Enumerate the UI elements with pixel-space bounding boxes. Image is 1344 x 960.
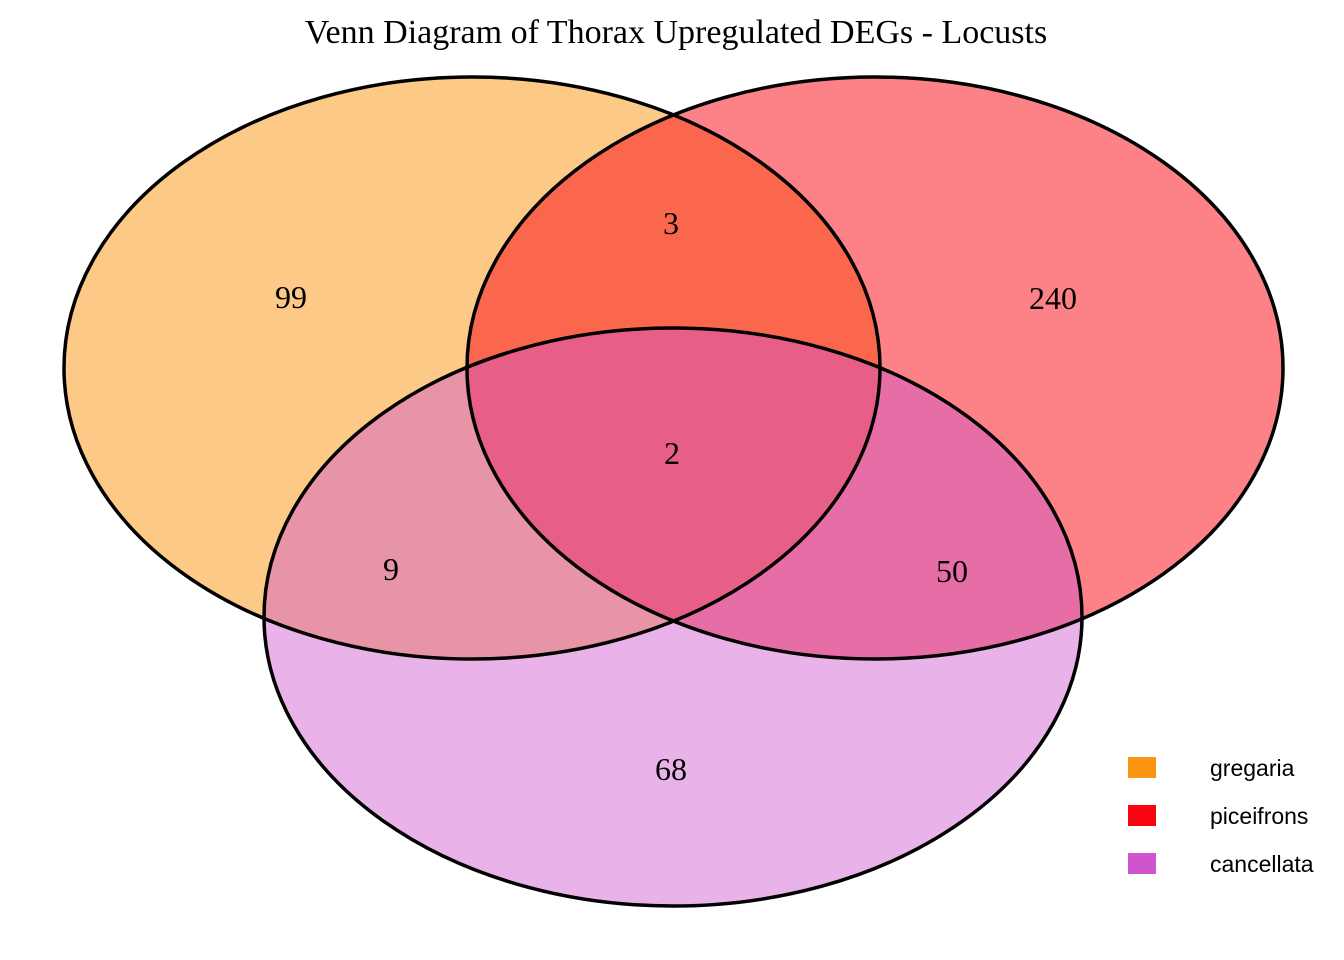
cancellata-ellipse (264, 328, 1082, 906)
legend-label-gregaria: gregaria (1210, 755, 1295, 781)
count-all-three: 2 (664, 435, 680, 471)
legend-label-cancellata: cancellata (1210, 851, 1314, 877)
legend-item-piceifrons: piceifrons (1128, 803, 1308, 829)
legend-swatch-piceifrons (1128, 805, 1156, 826)
count-gregaria-cancellata: 9 (383, 551, 399, 587)
piceifrons-ellipse (467, 77, 1283, 659)
legend-item-gregaria: gregaria (1128, 755, 1295, 781)
region-counts: 99 240 68 3 9 50 2 (275, 205, 1077, 787)
venn-outlines (62, 75, 1285, 908)
legend-swatch-gregaria (1128, 757, 1156, 778)
count-gregaria-piceifrons: 3 (663, 205, 679, 241)
venn-fills (64, 77, 1283, 906)
count-gregaria-only: 99 (275, 279, 307, 315)
legend-item-cancellata: cancellata (1128, 851, 1314, 877)
count-piceifrons-cancellata: 50 (936, 553, 968, 589)
cancellata-outline (262, 326, 1084, 908)
legend-swatch-cancellata (1128, 853, 1156, 874)
count-cancellata-only: 68 (655, 751, 687, 787)
chart-title: Venn Diagram of Thorax Upregulated DEGs … (305, 14, 1047, 51)
count-piceifrons-only: 240 (1029, 280, 1077, 316)
legend: gregaria piceifrons cancellata (1128, 755, 1314, 877)
legend-label-piceifrons: piceifrons (1210, 803, 1308, 829)
